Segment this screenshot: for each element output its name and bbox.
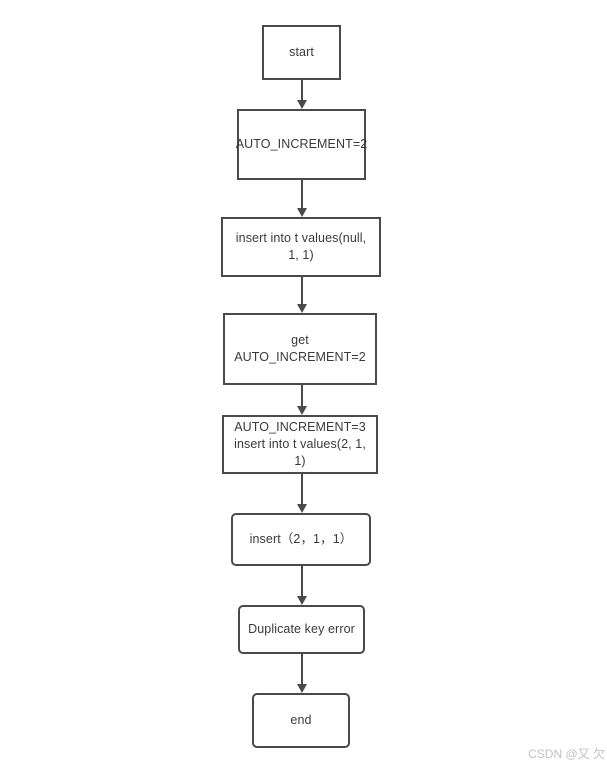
flowchart-node-auto-increment-3-insert: AUTO_INCREMENT=3 insert into t values(2,… bbox=[222, 415, 378, 474]
flowchart-node-label: end bbox=[290, 713, 312, 728]
flowchart-node-insert-null: insert into t values(null, 1, 1) bbox=[221, 217, 381, 277]
arrowhead-icon bbox=[297, 504, 307, 513]
edge-line bbox=[301, 180, 303, 209]
arrowhead-icon bbox=[297, 596, 307, 605]
edge-auto-increment-2-to-insert-null bbox=[297, 180, 307, 217]
edge-line bbox=[301, 385, 303, 407]
flowchart-node-label: AUTO_INCREMENT=2 bbox=[235, 137, 368, 152]
edge-line bbox=[301, 566, 303, 597]
flowchart-node-label: insert（2，1，1） bbox=[249, 532, 353, 547]
edge-line bbox=[301, 474, 303, 505]
flowchart-node-get-auto-increment-2: get AUTO_INCREMENT=2 bbox=[223, 313, 377, 385]
flowchart-node-label: insert into t values(null, 1, 1) bbox=[235, 231, 367, 262]
flowchart-node-label: start bbox=[289, 45, 314, 60]
flowchart-node-label: Duplicate key error bbox=[248, 622, 355, 637]
arrowhead-icon bbox=[297, 684, 307, 693]
arrowhead-icon bbox=[297, 208, 307, 217]
flowchart-node-label: get AUTO_INCREMENT=2 bbox=[234, 333, 366, 364]
edge-line bbox=[301, 80, 303, 101]
arrowhead-icon bbox=[297, 406, 307, 415]
arrowhead-icon bbox=[297, 100, 307, 109]
edge-auto-increment-3-to-insert-2-1-1 bbox=[297, 474, 307, 513]
edge-start-to-auto-increment-2 bbox=[297, 80, 307, 109]
edge-insert-2-1-1-to-duplicate-key-error bbox=[297, 566, 307, 605]
edge-get-auto-increment-2-to-auto-increment-3 bbox=[297, 385, 307, 415]
flowchart-node-start: start bbox=[262, 25, 341, 80]
flowchart-node-auto-increment-2: AUTO_INCREMENT=2 bbox=[235, 109, 368, 180]
edge-insert-null-to-get-auto-increment-2 bbox=[297, 277, 307, 313]
arrowhead-icon bbox=[297, 304, 307, 313]
flowchart-node-end: end bbox=[252, 693, 350, 748]
flowchart-node-label: AUTO_INCREMENT=3 insert into t values(2,… bbox=[234, 420, 366, 468]
flowchart-node-duplicate-key-error: Duplicate key error bbox=[238, 605, 365, 654]
edge-line bbox=[301, 654, 303, 685]
flowchart-node-insert-2-1-1: insert（2，1，1） bbox=[231, 513, 371, 566]
edge-line bbox=[301, 277, 303, 305]
edge-duplicate-key-error-to-end bbox=[297, 654, 307, 693]
watermark: CSDN @又 欠 bbox=[528, 747, 605, 761]
